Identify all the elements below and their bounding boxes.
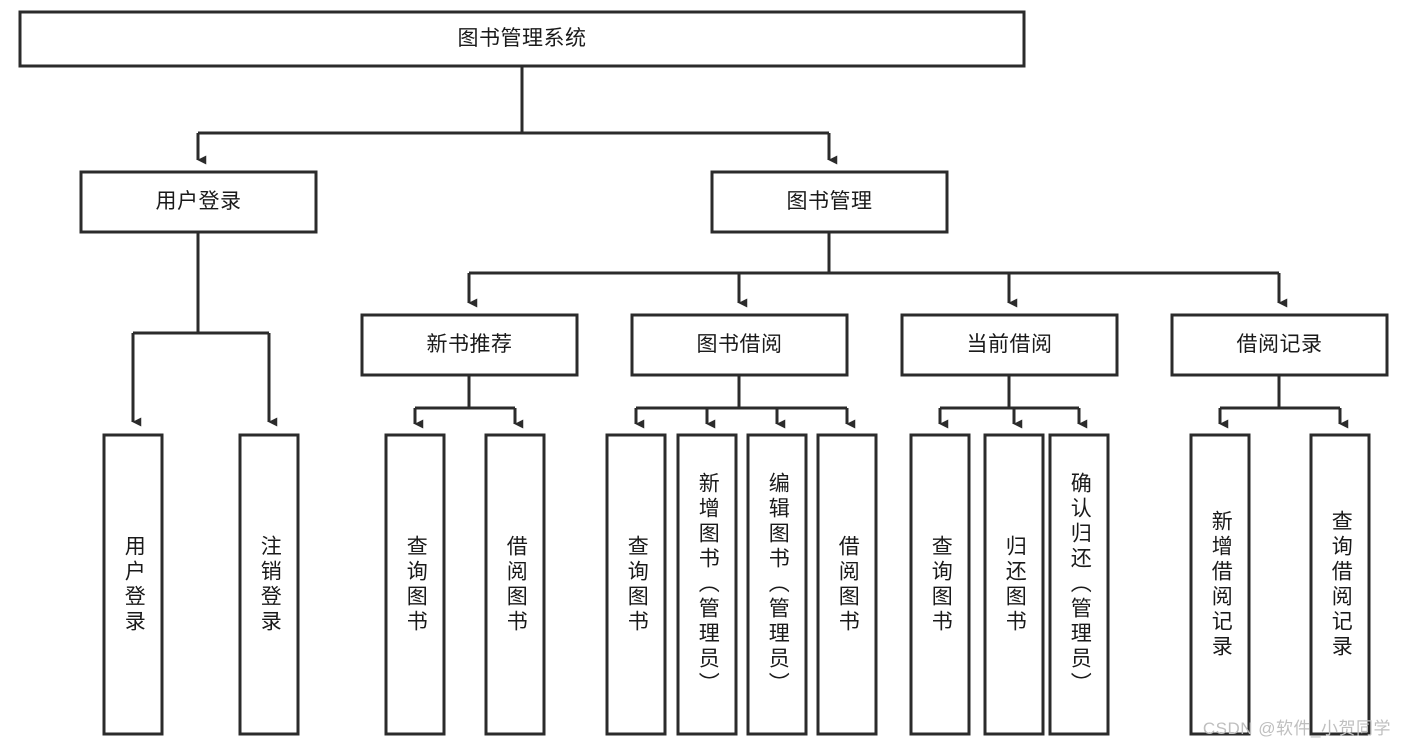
node-leaf-query-record-box[interactable] bbox=[1309, 433, 1371, 736]
node-leaf-add-record-box[interactable] bbox=[1189, 433, 1251, 736]
node-leaf-user-logout-box[interactable] bbox=[238, 433, 300, 736]
node-current-borrow-box[interactable] bbox=[900, 313, 1119, 377]
node-leaf-query-book-rec-box[interactable] bbox=[384, 433, 446, 736]
node-leaf-return-book-box[interactable] bbox=[983, 433, 1045, 736]
node-leaf-add-book-box[interactable] bbox=[676, 433, 738, 736]
node-leaf-confirm-return-box[interactable] bbox=[1048, 433, 1110, 736]
node-leaf-edit-book-box[interactable] bbox=[746, 433, 808, 736]
node-root-box[interactable] bbox=[18, 10, 1026, 68]
node-book-borrow-box[interactable] bbox=[630, 313, 849, 377]
node-leaf-borrow-book-box[interactable] bbox=[816, 433, 878, 736]
node-leaf-query-book-borrow-box[interactable] bbox=[605, 433, 667, 736]
watermark-text: CSDN @软件_小贺同学 bbox=[1202, 719, 1391, 738]
node-leaf-borrow-book-rec-box[interactable] bbox=[484, 433, 546, 736]
node-user-login-box[interactable] bbox=[79, 170, 318, 234]
node-leaf-user-login-box[interactable] bbox=[102, 433, 164, 736]
node-borrow-record-box[interactable] bbox=[1170, 313, 1389, 377]
node-book-manage-box[interactable] bbox=[710, 170, 949, 234]
node-new-book-rec-box[interactable] bbox=[360, 313, 579, 377]
node-leaf-query-book-cur-box[interactable] bbox=[909, 433, 971, 736]
